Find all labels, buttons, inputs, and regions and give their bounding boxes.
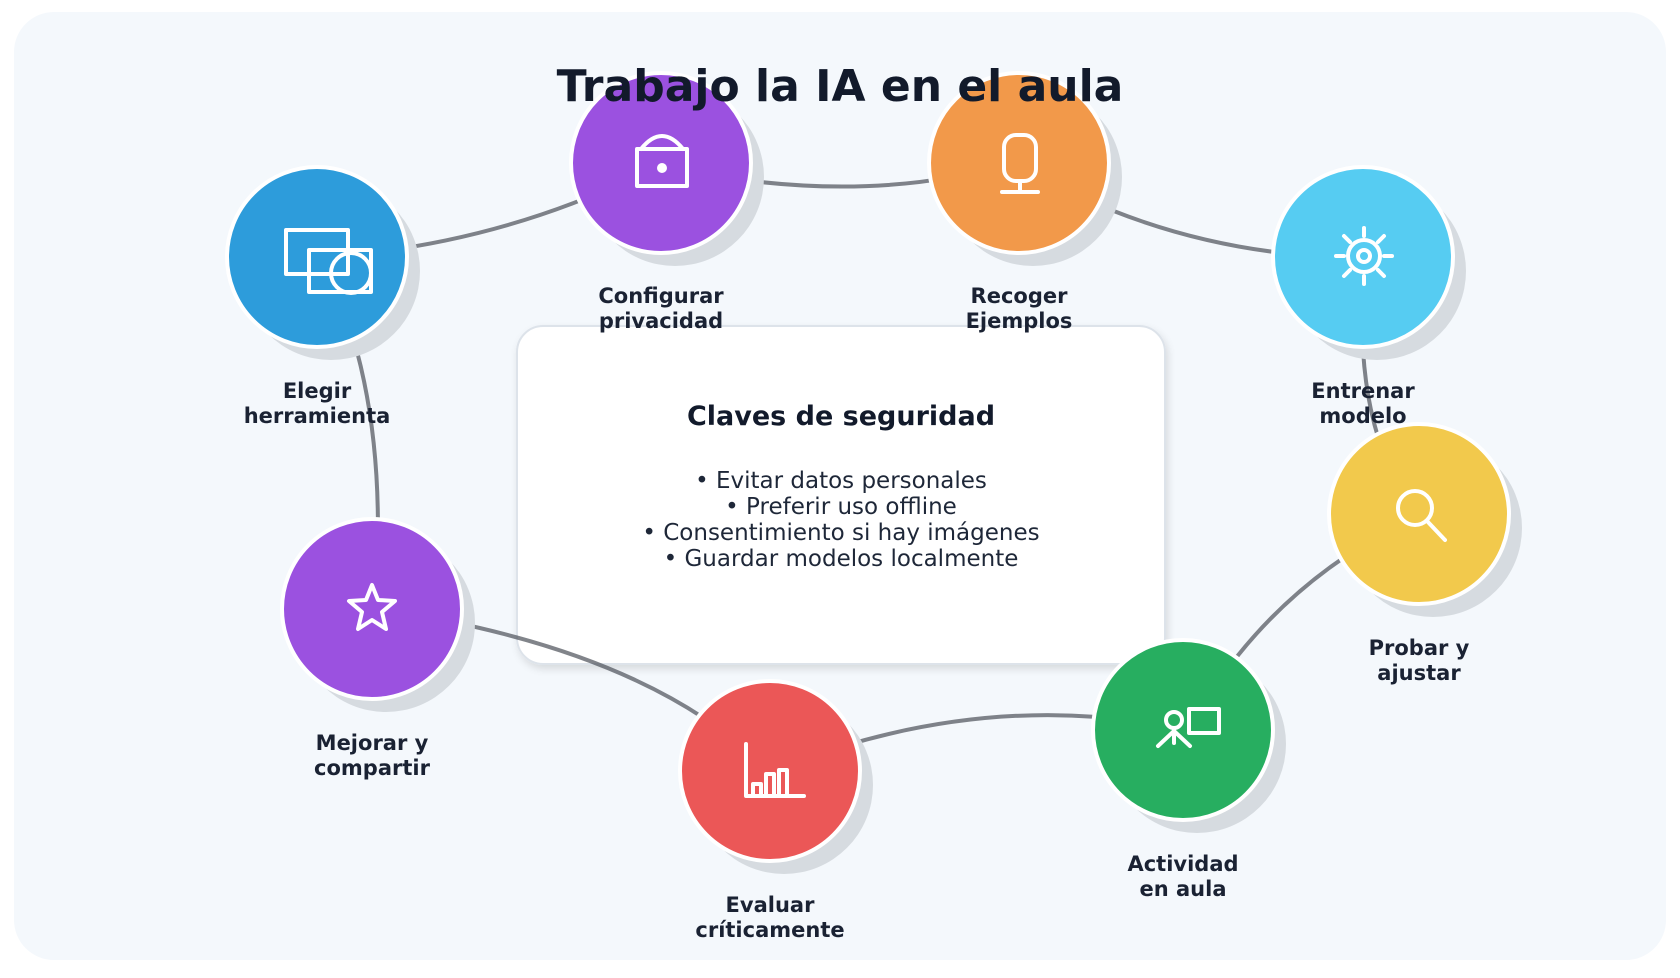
security-item: • Guardar modelos localmente: [664, 546, 1019, 572]
step-circle: [678, 679, 862, 863]
lock-icon: [635, 134, 689, 188]
step-label: privacidad: [599, 309, 723, 333]
bar-chart-icon: [744, 742, 806, 798]
security-item: • Evitar datos personales: [695, 468, 987, 494]
step-circle: [1271, 165, 1455, 349]
step-actividad-en-aula: Actividad en aula: [1091, 638, 1286, 901]
step-elegir-herramienta: Elegir herramienta: [225, 165, 420, 428]
step-label: Ejemplos: [966, 309, 1073, 333]
security-item: • Preferir uso offline: [725, 494, 957, 520]
step-label: críticamente: [695, 918, 844, 942]
step-circle: [569, 71, 753, 255]
step-circle: [225, 165, 409, 349]
step-recoger-ejemplos: Recoger Ejemplos: [927, 71, 1122, 333]
presentation-icon: [1156, 707, 1221, 748]
security-box-title: Claves de seguridad: [687, 401, 995, 432]
step-label: modelo: [1319, 404, 1406, 428]
step-evaluar-criticamente: Evaluar críticamente: [678, 679, 873, 942]
step-label: Configurar: [598, 284, 724, 308]
gear-icon: [1334, 226, 1394, 286]
microphone-icon: [1000, 133, 1040, 194]
step-label: Probar y: [1369, 636, 1470, 660]
star-icon: [347, 583, 397, 631]
step-circle: [1327, 422, 1511, 606]
devices-icon: [284, 228, 373, 295]
security-item: • Consentimiento si hay imágenes: [642, 520, 1039, 546]
security-box: Claves de seguridad • Evitar datos perso…: [516, 325, 1166, 665]
step-label: compartir: [314, 756, 431, 780]
step-label: Mejorar y: [316, 731, 429, 755]
step-label: Recoger: [971, 284, 1069, 308]
search-icon: [1396, 489, 1447, 542]
step-circle: [280, 517, 464, 701]
step-label: herramienta: [244, 404, 391, 428]
step-label: Evaluar: [726, 893, 816, 917]
step-label: Entrenar: [1311, 379, 1415, 403]
step-entrenar-modelo: Entrenar modelo: [1271, 165, 1466, 428]
page-title: Trabajo la IA en el aula: [557, 61, 1124, 112]
step-label: Actividad: [1127, 852, 1238, 876]
step-label: en aula: [1140, 877, 1227, 901]
step-probar-y-ajustar: Probar y ajustar: [1327, 422, 1522, 685]
step-label: ajustar: [1377, 661, 1461, 685]
step-circle: [1091, 638, 1275, 822]
step-circle: [927, 71, 1111, 255]
step-mejorar-y-compartir: Mejorar y compartir: [280, 517, 475, 780]
step-configurar-privacidad: Configurar privacidad: [569, 71, 764, 333]
step-label: Elegir: [283, 379, 352, 403]
